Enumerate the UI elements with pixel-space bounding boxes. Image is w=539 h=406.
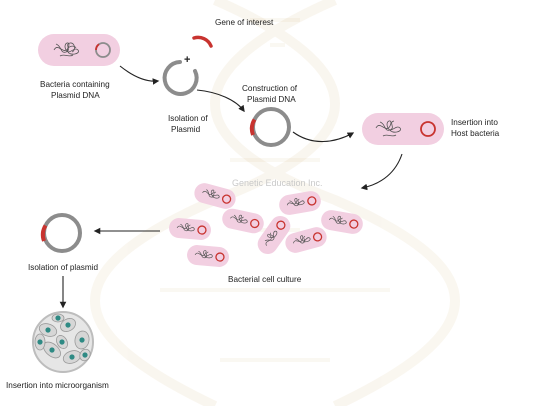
cell-nucleus — [49, 347, 55, 353]
open-plasmid-icon — [162, 60, 199, 96]
cell-nucleus — [79, 337, 85, 343]
construction-label-line1: Construction of — [242, 84, 298, 93]
dna-helix-watermark — [90, 0, 460, 406]
culture-label: Bacterial cell culture — [228, 275, 302, 284]
insertion-label-line1: Insertion into — [451, 118, 498, 127]
insertion-micro-label: Insertion into microorganism — [6, 381, 109, 390]
gene-fragment-icon — [192, 35, 213, 48]
recombinant-plasmid-icon — [249, 107, 291, 147]
culture-bacterium-icon — [257, 215, 291, 255]
cell-nucleus — [69, 354, 75, 360]
cell-nucleus — [45, 327, 51, 333]
petri-dish-icon — [32, 311, 94, 373]
cell-nucleus — [82, 352, 88, 358]
arrow-icon — [360, 153, 403, 191]
cell-nucleus — [65, 322, 71, 328]
watermark-text: Genetic Education Inc. — [232, 178, 323, 188]
culture-bacterium-icon — [222, 208, 264, 234]
culture-bacterium-icon — [169, 218, 211, 240]
culture-bacterium-icon — [194, 183, 236, 209]
cell-nucleus — [37, 339, 43, 345]
cell-nucleus — [59, 339, 65, 345]
isolation-plasmid-label: Isolation of plasmid — [28, 263, 99, 272]
arrow-icon — [292, 131, 355, 143]
insertion-label-line2: Host bacteria — [451, 129, 500, 138]
culture-bacterium-icon — [279, 191, 321, 215]
culture-bacterium-icon — [187, 245, 229, 267]
arrow-icon — [119, 65, 160, 85]
cell-nucleus — [55, 315, 61, 321]
construction-label-line2: Plasmid DNA — [247, 95, 296, 104]
culture-bacterium-icon — [321, 210, 363, 234]
bacteria-label-line2: Plasmid DNA — [51, 91, 100, 100]
bacterial-cell-culture — [169, 183, 363, 267]
host-bacterium-icon — [362, 113, 444, 145]
bacteria-label-line1: Bacteria containing — [40, 80, 110, 89]
culture-bacterium-icon — [285, 227, 327, 253]
isolation-label-line2: Plasmid — [171, 125, 201, 134]
arrow-icon — [196, 89, 245, 113]
isolation-label-line1: Isolation of — [168, 114, 208, 123]
gene-of-interest-label: Gene of interest — [215, 18, 274, 27]
plus-sign: + — [184, 54, 190, 66]
isolated-plasmid-icon — [40, 213, 82, 253]
bacterium-icon — [38, 34, 120, 66]
